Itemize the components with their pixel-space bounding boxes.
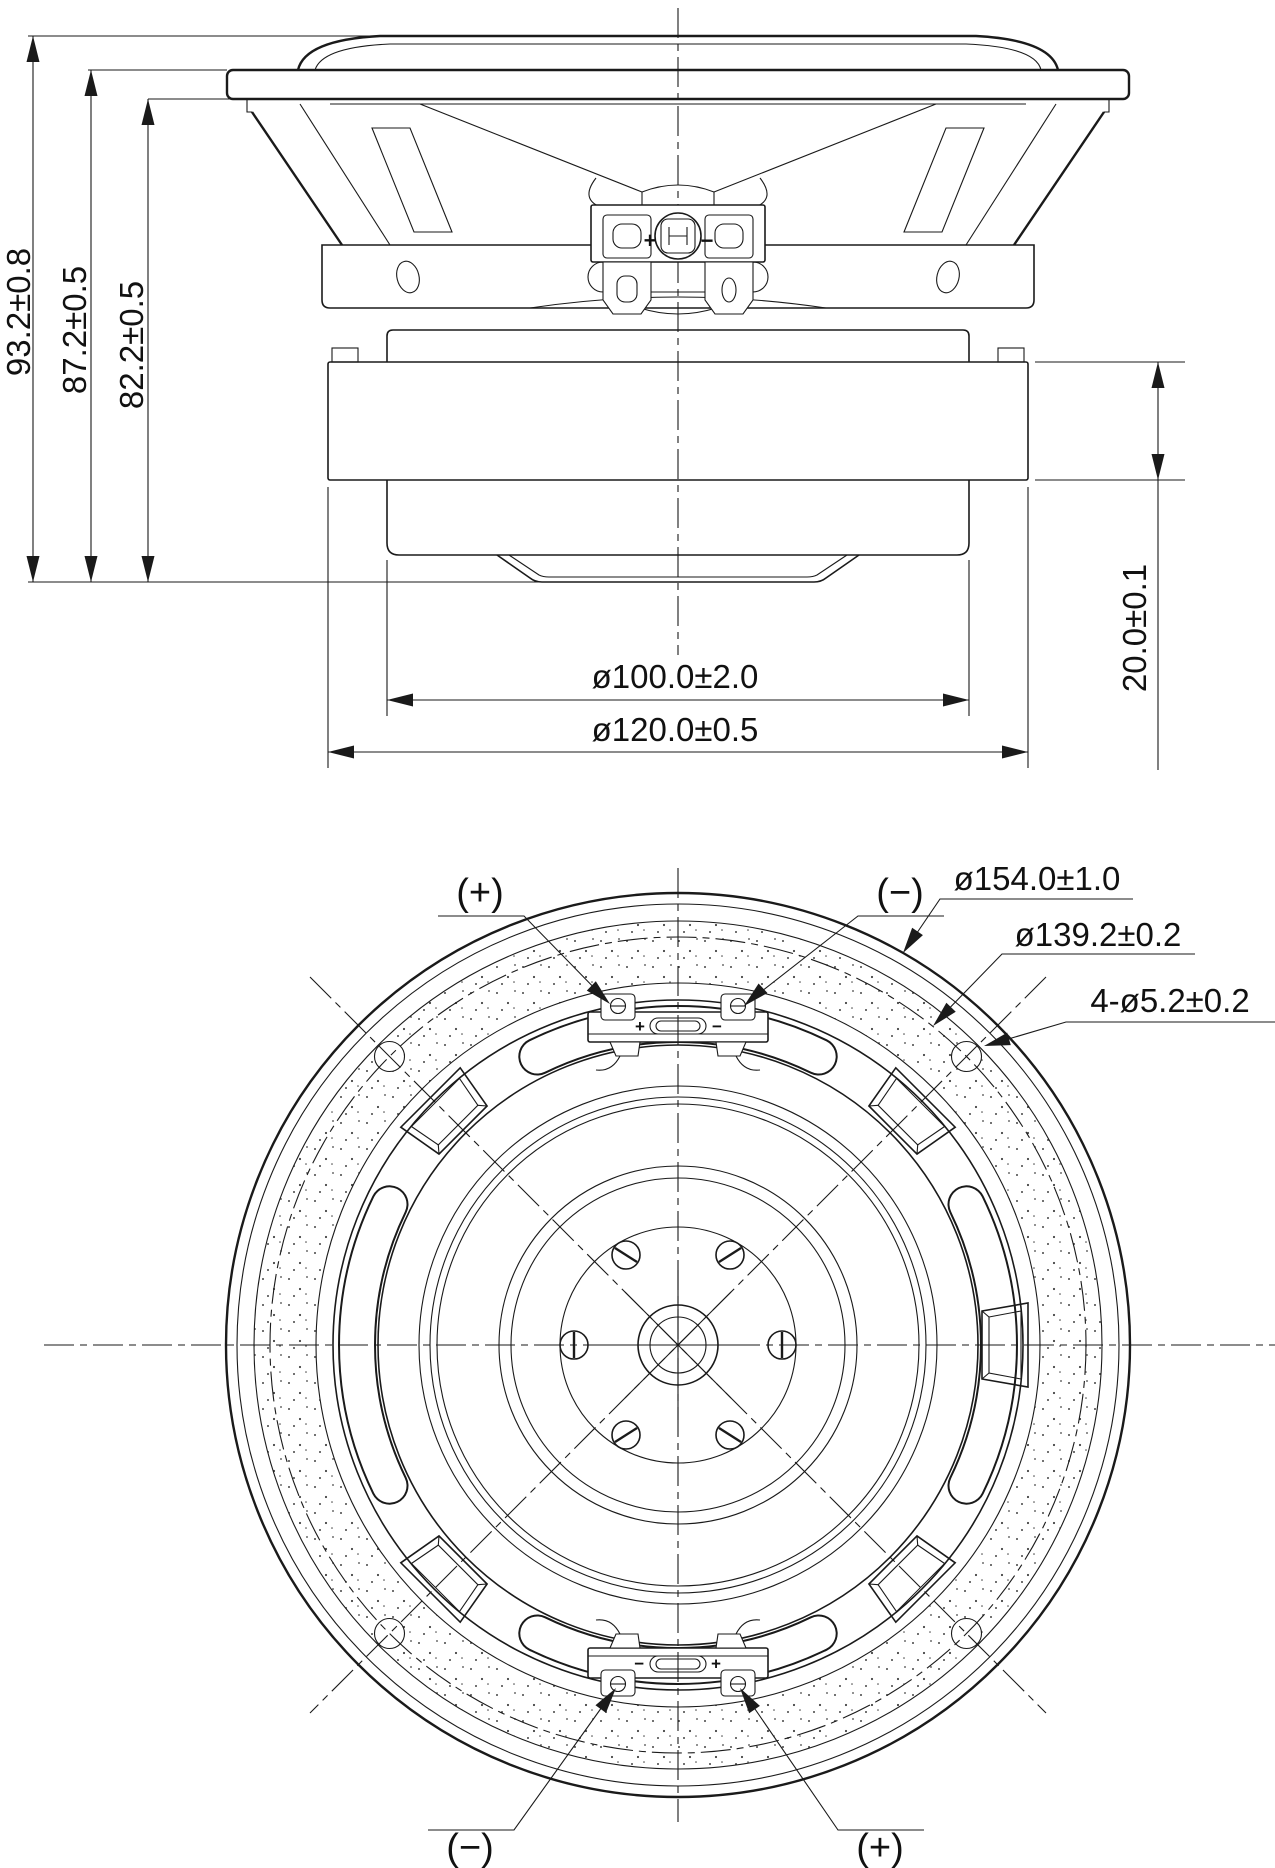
tinsel-lead-right	[752, 177, 768, 209]
screw	[611, 1420, 641, 1450]
center-hub	[604, 1270, 752, 1420]
polarity-label-top-plus: (+)	[438, 872, 615, 1009]
tinsel-lead-left	[588, 177, 604, 209]
polarity-label-bottom-minus: (−)	[428, 1684, 622, 1868]
dim-label-magnet-diameter: ø120.0±0.5	[592, 711, 759, 748]
label-bottom-minus: (−)	[446, 1827, 494, 1868]
dim-label-flange-top-height: 87.2±0.5	[56, 266, 93, 394]
label-top-plus: (+)	[456, 872, 504, 914]
vent-oval-left	[396, 260, 420, 294]
dimension-height-flange-bottom: 82.2±0.5	[113, 98, 247, 582]
dim-label-bolt-circle: ø139.2±0.2	[1015, 916, 1182, 953]
magnet-block	[327, 361, 1029, 481]
rear-terminal-plus-mark: +	[635, 1017, 645, 1036]
screw	[715, 1420, 745, 1450]
dimension-total-height: 93.2±0.8	[0, 35, 640, 583]
terminal-tab-left	[602, 261, 652, 315]
callout-bolt-circle: ø139.2±0.2	[928, 916, 1195, 1031]
side-view: + − 93.2±0.8	[0, 8, 1185, 770]
bottom-plate	[386, 480, 970, 556]
dim-label-flange-bottom-height: 82.2±0.5	[113, 281, 150, 409]
bolt-circle	[269, 936, 1087, 1754]
screw	[559, 1330, 589, 1360]
label-bottom-plus: (+)	[856, 1827, 904, 1868]
screw	[767, 1330, 797, 1360]
label-top-minus: (−)	[876, 872, 924, 914]
terminal-assembly-side: + −	[588, 177, 768, 315]
back-dish-inner	[508, 554, 848, 578]
dim-label-plate-diameter: ø100.0±2.0	[592, 658, 759, 695]
dimension-magnet-height: 20.0±0.1	[1035, 361, 1185, 770]
screw	[715, 1240, 745, 1270]
dimension-height-flange-top: 87.2±0.5	[56, 69, 227, 582]
terminal-plus-mark: +	[644, 228, 657, 253]
terminal-minus-mark: −	[701, 228, 714, 253]
rear-terminal-minus-mark: −	[712, 1017, 722, 1036]
magnet-assembly	[327, 329, 1029, 583]
rear-view: + −	[44, 860, 1275, 1868]
dim-label-outer-diameter: ø154.0±1.0	[954, 860, 1121, 897]
dim-label-total-height: 93.2±0.8	[0, 248, 37, 376]
dimension-magnet-diameter: ø120.0±0.5	[327, 487, 1029, 768]
vent-oval-right	[936, 260, 960, 294]
terminal-tab-right	[704, 261, 754, 315]
screws	[559, 1240, 797, 1450]
mounting-flange	[225, 68, 1131, 113]
callout-outer-diameter: ø154.0±1.0	[897, 860, 1133, 957]
dimension-plate-diameter: ø100.0±2.0	[386, 560, 970, 716]
back-dish-outer	[496, 554, 860, 583]
polarity-label-top-minus: (−)	[739, 872, 944, 1011]
dim-label-magnet-height: 20.0±0.1	[1116, 564, 1153, 692]
polarity-label-bottom-plus: (+)	[734, 1684, 924, 1868]
surround-profile	[296, 34, 1060, 71]
screw	[611, 1240, 641, 1270]
basket-frame	[251, 103, 1105, 246]
window-vents	[400, 1067, 1029, 1623]
callout-mounting-holes: 4-ø5.2±0.2	[982, 982, 1275, 1053]
dim-label-mounting-holes: 4-ø5.2±0.2	[1090, 982, 1249, 1019]
top-plate	[386, 329, 970, 362]
